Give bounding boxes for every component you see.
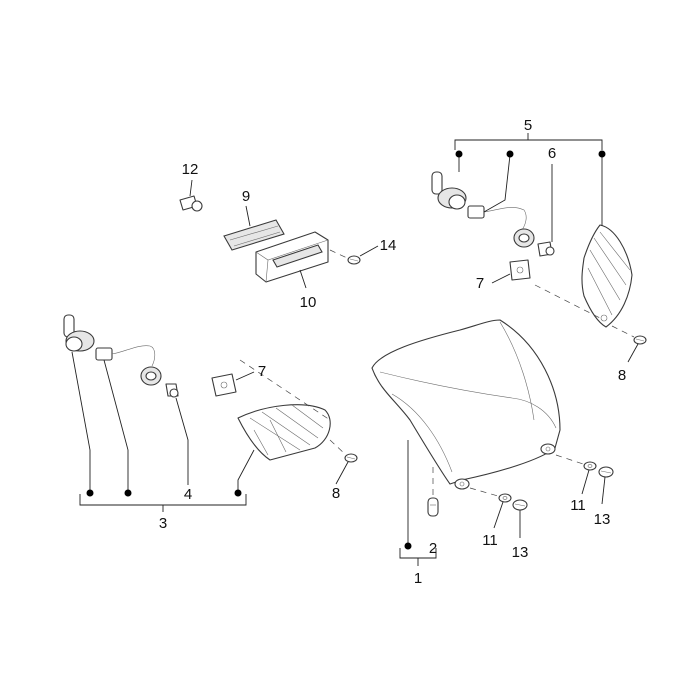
callout-6: 6 [548,145,556,162]
callout-11-bottom: 11 [482,532,498,549]
callout-5: 5 [524,117,532,134]
screw-8-right [633,335,647,345]
callout-7-right: 7 [476,275,484,292]
license-light-housing-10 [255,231,329,283]
screw-13-bottom [512,499,528,511]
tail-light-housing [371,319,561,490]
left-indicator-bulb [165,383,179,398]
right-indicator-connector [467,205,527,231]
dot-1-housing [404,542,412,550]
dash-bottom-fasteners [469,487,499,497]
leader-14 [359,245,379,257]
washer-11-bottom [498,493,512,503]
callout-1: 1 [414,570,422,587]
leader-7-left [235,371,255,381]
dash-left-screw [329,439,347,456]
license-light-bulb-12 [179,195,203,212]
leader-3-connector [103,359,129,493]
right-indicator-bulb-6 [537,241,555,257]
nut-7-right [509,259,531,281]
screw-14 [347,255,361,265]
callout-4: 4 [184,486,192,503]
leader-10 [299,269,307,289]
callout-8-left: 8 [332,485,340,502]
bracket-group-3 [79,494,247,512]
screw-13-right [598,466,614,478]
leader-9 [245,205,251,227]
bulb-part-2 [427,497,439,517]
right-indicator-grommet [513,228,535,248]
leader-11-bottom [493,501,504,529]
leader-7-right [491,273,511,284]
leader-5-connector [483,154,511,213]
callout-7-left: 7 [258,363,266,380]
dash-right-screw [611,325,635,338]
screw-8-left [344,453,358,463]
dot-3-connector [124,489,132,497]
right-indicator-socket [431,171,467,210]
washer-11-right [583,461,597,471]
dot-5-lens [598,150,606,158]
leader-11-right [581,469,590,495]
callout-14: 14 [380,237,397,254]
callout-13-right: 13 [594,511,611,528]
leader-13-right [601,476,606,505]
right-indicator-lens [581,224,633,328]
leader-4-bulb [175,397,189,485]
dot-5-socket [455,150,463,158]
dash-left-lens [239,359,331,421]
left-indicator-grommet [140,366,162,386]
bracket-group-5 [454,133,603,150]
left-indicator-socket [63,314,95,352]
dot-5-connector [506,150,514,158]
callout-8-right: 8 [618,367,626,384]
nut-7-left [211,373,237,397]
left-indicator-lens [237,404,331,461]
reference-dots [86,150,606,550]
leader-8-left [335,461,349,485]
callout-13-bottom: 13 [512,544,529,561]
callout-3: 3 [159,515,167,532]
callout-2: 2 [429,540,437,557]
leader-3-lens [237,449,255,493]
leader-12 [189,179,193,197]
dot-3-socket [86,489,94,497]
dash-right-nut [534,284,601,319]
callout-10: 10 [300,294,317,311]
callout-9: 9 [242,188,250,205]
leader-8-right [627,343,639,363]
license-light-lens-9 [223,219,285,251]
dash-screw-14 [329,249,348,259]
leader-3-socket [71,351,91,493]
dash-right-fasteners [555,454,584,465]
bracket-group-1 [399,548,437,566]
callout-12: 12 [182,161,199,178]
dot-3-lens [234,489,242,497]
callout-11-right: 11 [570,497,586,514]
